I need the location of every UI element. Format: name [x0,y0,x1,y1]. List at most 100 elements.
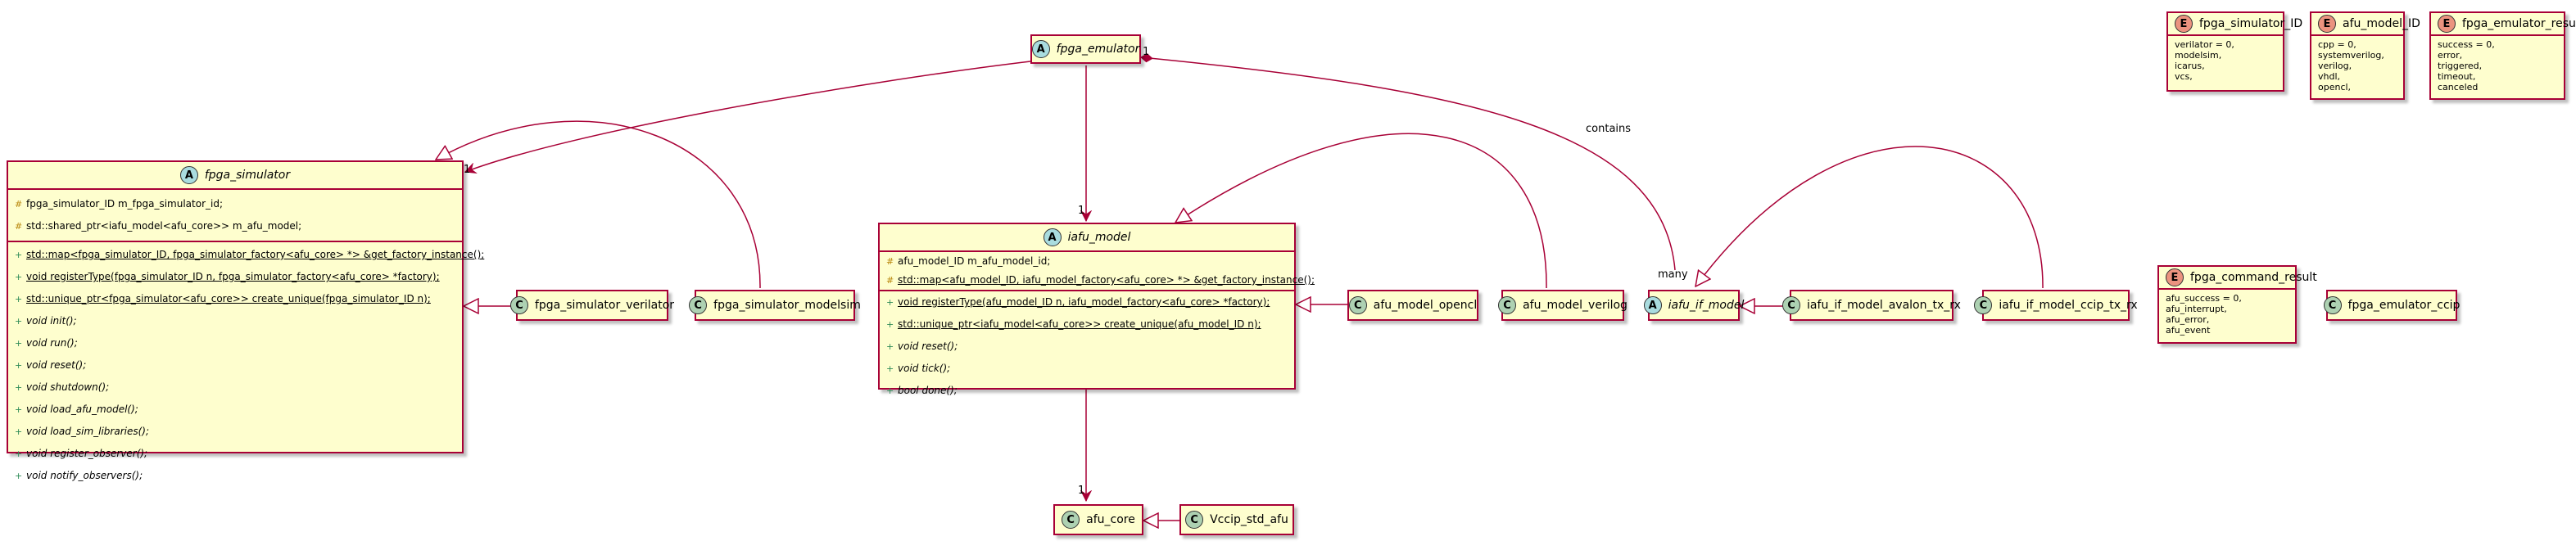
method-text: void reset(); [898,340,958,352]
class-icon: C [509,296,528,314]
public-icon: + [15,338,23,349]
enum-value: timeout, [2438,71,2476,82]
public-icon: + [15,426,23,437]
field-row: #fpga_simulator_ID m_fpga_simulator_id; [15,193,455,215]
enum-icon: E [2438,15,2456,33]
method-row: +void shutdown(); [15,376,455,399]
enum-value: opencl, [2318,82,2352,92]
class-name: afu_model_verilog [1523,299,1628,312]
class-name: fpga_simulator_verilator [534,299,675,312]
class-name: iafu_if_model [1668,299,1745,312]
class-icon: C [2323,296,2342,314]
class-icon: C [1348,296,1367,314]
inherit-modelsim [436,120,761,289]
enum-value: verilator = 0, [2175,39,2234,50]
abstract-class-icon: A [1643,296,1662,314]
protected-icon: # [15,199,23,210]
assoc-emulator-if-model [1140,53,1676,271]
method-text: std::unique_ptr<fpga_simulator<afu_core>… [26,293,431,304]
abstract-class-icon: A [1043,228,1062,246]
public-icon: + [886,385,894,396]
method-row: +void notify_observers(); [15,465,455,487]
enum-value: systemverilog, [2318,50,2384,61]
enum-value: error, [2438,50,2463,61]
method-text: void load_afu_model(); [26,403,138,415]
enum-value: afu_error, [2166,314,2210,325]
method-row: +std::unique_ptr<iafu_model<afu_core>> c… [886,313,1288,336]
enum-name: fpga_simulator_ID [2199,17,2303,30]
assoc-emulator-simulator [465,61,1031,172]
public-icon: + [15,360,23,371]
abstract-class-icon: A [1031,40,1050,58]
class-fpga-emulator[interactable]: A fpga_emulator [1030,34,1141,64]
method-row: +void init(); [15,310,455,332]
class-name: iafu_model [1067,231,1131,244]
fields-section: #afu_model_ID m_afu_model_id; #std::map<… [880,252,1315,291]
class-iafu-model[interactable]: A iafu_model #afu_model_ID m_afu_model_i… [878,223,1315,396]
enum-value: triggered, [2438,61,2483,71]
enum-value: afu_success = 0, [2166,293,2242,304]
class-name: afu_core [1086,513,1135,526]
method-row: +std::map<fpga_simulator_ID, fpga_simula… [15,244,484,266]
method-row: +void registerType(fpga_simulator_ID n, … [15,266,455,288]
inherit-ccip [1695,146,2044,289]
enum-value: icarus, [2175,61,2205,71]
class-name: afu_model_opencl [1373,299,1478,312]
enum-value: afu_interrupt, [2166,304,2227,314]
field-text: fpga_simulator_ID m_fpga_simulator_id; [26,198,223,210]
method-row: +void registerType(afu_model_ID n, iafu_… [886,291,1288,313]
methods-section: + std::map<fpga_simulator_ID, fpga_simula… [8,242,484,489]
method-row: +void run(); [15,332,455,354]
method-row: +void reset(); [15,354,455,376]
enum-icon: E [2318,15,2336,33]
method-text: void init(); [26,315,77,327]
class-fpga-simulator[interactable]: A fpga_simulator #fpga_simulator_ID m_fp… [7,160,484,481]
method-text: void tick(); [898,363,951,374]
many-label: many [1658,268,1688,281]
methods-section: +void registerType(afu_model_ID n, iafu_… [880,291,1294,402]
class-name: fpga_emulator [1056,43,1140,56]
class-name: iafu_if_model_avalon_tx_rx [1807,299,1961,312]
public-icon: + [886,341,894,352]
method-text: std::map<fpga_simulator_ID, fpga_simulat… [26,249,485,260]
public-icon: + [15,294,23,304]
enum-value: afu_event [2166,325,2211,336]
method-text: void shutdown(); [26,381,110,393]
field-row: #std::map<afu_model_ID, iafu_model_facto… [886,271,1315,290]
contains-label: contains [1586,123,1632,135]
method-row: +void load_afu_model(); [15,399,455,421]
field-text: std::shared_ptr<iafu_model<afu_core>> m_… [26,220,302,232]
method-text: void reset(); [26,359,87,371]
enum-name: fpga_emulator_result [2462,17,2576,30]
mult-emulator-side: 1 [1143,46,1150,58]
enum-icon: E [2166,268,2184,286]
method-text: bool done(); [898,385,958,396]
enum-value: modelsim, [2175,50,2222,61]
fields-section: #fpga_simulator_ID m_fpga_simulator_id; … [8,190,462,242]
enum-values: cpp = 0, systemverilog, verilog, vhdl, o… [2311,36,2403,96]
class-icon: C [1782,296,1801,314]
enum-value: success = 0, [2438,39,2495,50]
class-name: fpga_emulator_ccip [2347,299,2461,312]
class-icon: C [1185,511,1204,529]
public-icon: + [15,449,23,459]
enum-value: vcs, [2175,71,2193,82]
method-text: void load_sim_libraries(); [26,426,150,437]
enum-name: afu_model_ID [2343,17,2420,30]
enum-value: vhdl, [2318,71,2341,82]
enum-value: canceled [2438,82,2479,92]
